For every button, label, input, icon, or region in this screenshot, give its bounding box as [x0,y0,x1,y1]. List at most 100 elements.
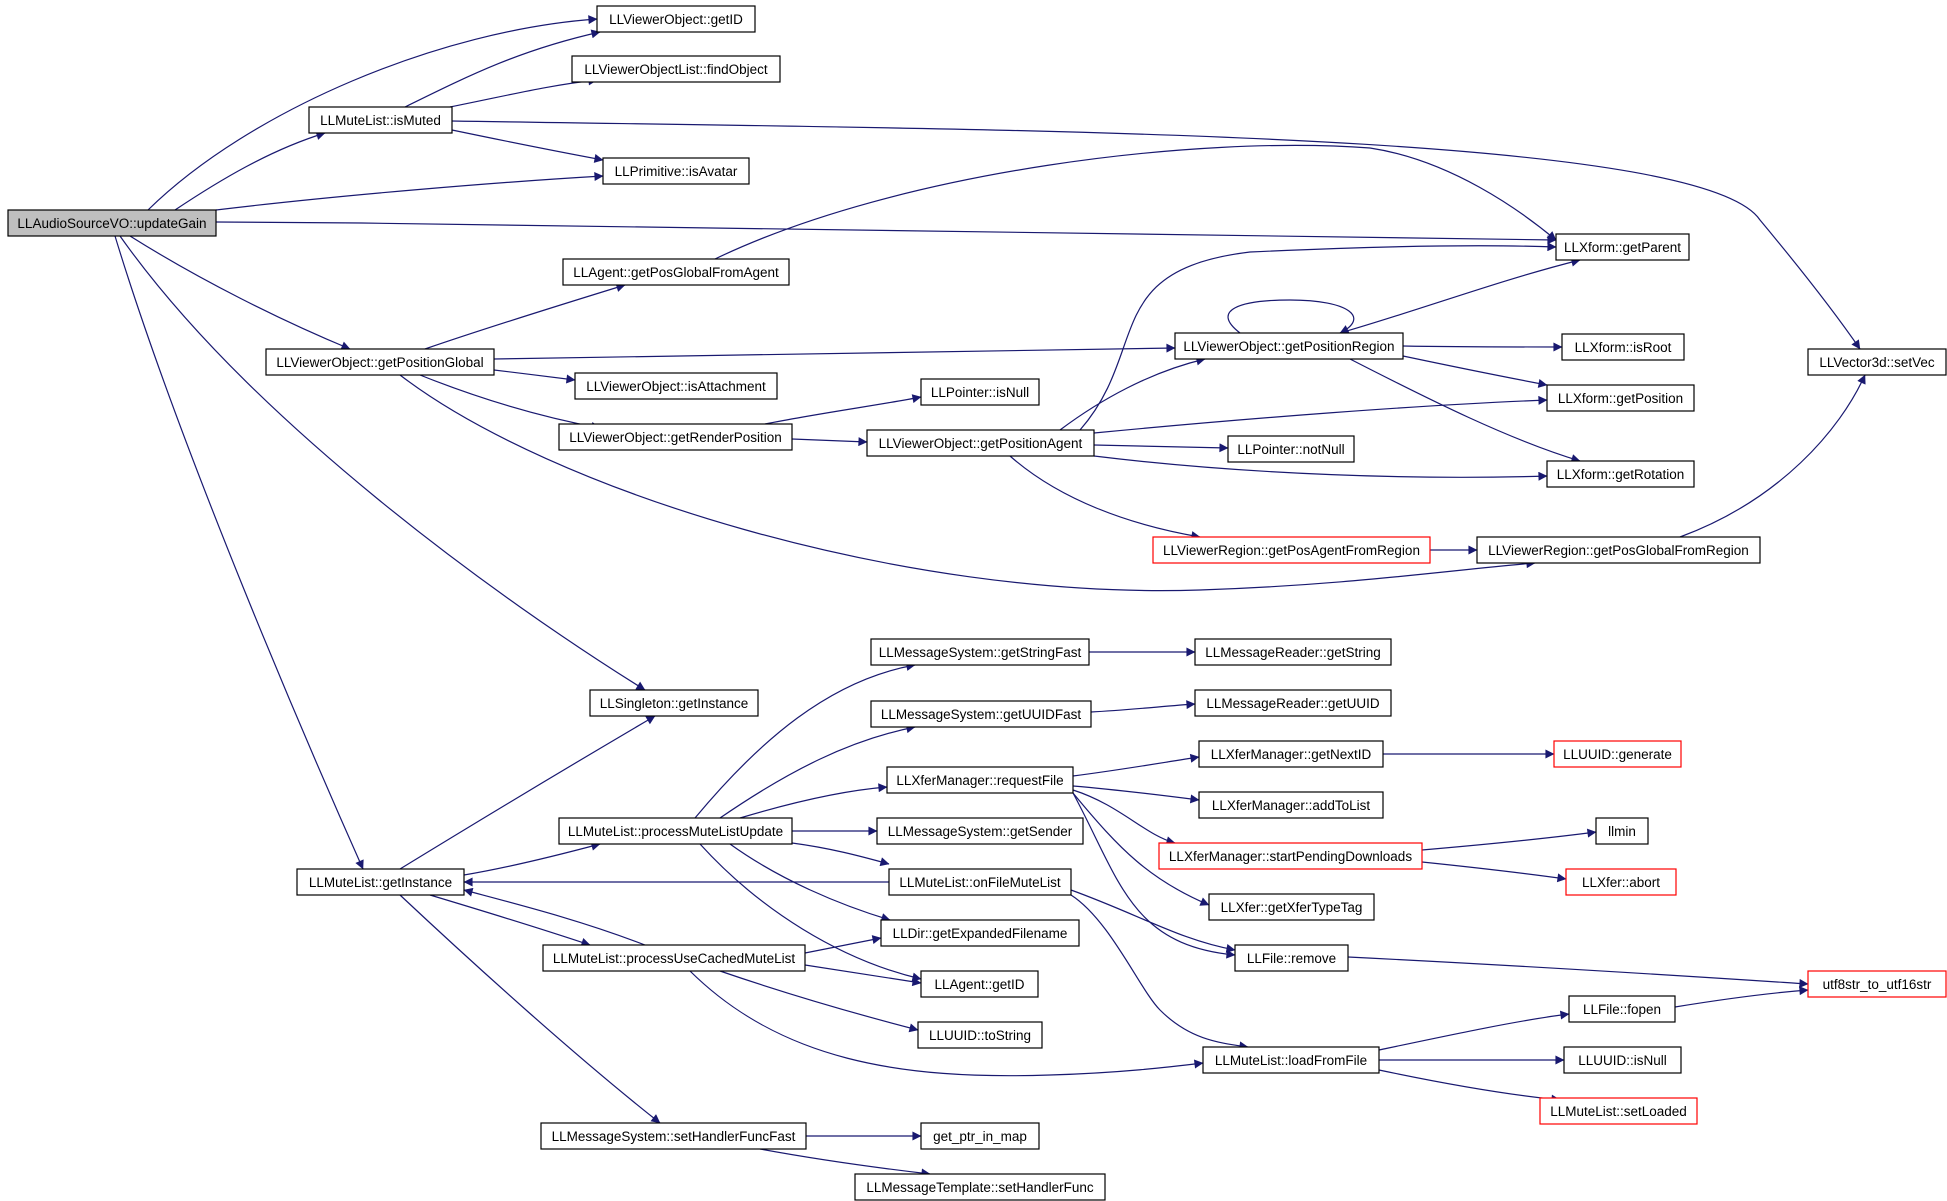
node-box [558,817,793,845]
node-uuid_toString[interactable]: LLUUID::toString [917,1021,1043,1049]
edge-ml_getInstance-to-singleton_getInstance [399,715,656,870]
node-xfer_getXferTypeTag[interactable]: LLXfer::getXferTypeTag [1208,893,1375,921]
node-utf8str_to_utf16str[interactable]: utf8str_to_utf16str [1807,970,1947,998]
node-ptr_isNull[interactable]: LLPointer::isNull [920,378,1040,406]
edge-file_fopen-to-utf8str_to_utf16str [1674,986,1809,1008]
node-ml_isMuted[interactable]: LLMuteList::isMuted [308,106,453,134]
node-box [886,766,1074,794]
node-box [1476,536,1761,564]
edge-vo_getPositionRegion-to-xf_isRoot [1402,342,1563,352]
node-dir_getExpandedFilename[interactable]: LLDir::getExpandedFilename [880,919,1080,947]
edge-vo_getPositionAgent-to-vr_getPosAgentFromRegion [1009,455,1201,540]
node-vo_getRenderPosition[interactable]: LLViewerObject::getRenderPosition [558,423,793,451]
node-box [920,970,1039,998]
edge-root-to-xf_getParent [215,221,1557,245]
edge-ml_processMuteListUpdate-to-ms_getUUIDFast [719,724,916,819]
node-ms_setHandlerFuncFast[interactable]: LLMessageSystem::setHandlerFuncFast [540,1122,807,1150]
node-ml_processUseCachedMuteList[interactable]: LLMuteList::processUseCachedMuteList [542,944,806,972]
node-xf_getPosition[interactable]: LLXform::getPosition [1546,384,1695,412]
node-box [917,1021,1043,1049]
edge-xm_requestFile-to-xm_getNextID [1072,753,1200,777]
node-box [1152,536,1431,564]
node-box [870,638,1090,666]
node-vo_getPositionGlobal[interactable]: LLViewerObject::getPositionGlobal [265,348,495,376]
node-mt_setHandlerFunc[interactable]: LLMessageTemplate::setHandlerFunc [854,1173,1106,1201]
node-ms_getUUIDFast[interactable]: LLMessageSystem::getUUIDFast [870,700,1092,728]
node-ptr_notNull[interactable]: LLPointer::notNull [1227,435,1355,463]
node-xf_getParent[interactable]: LLXform::getParent [1555,233,1690,261]
node-vo_getPositionRegion[interactable]: LLViewerObject::getPositionRegion [1174,332,1404,360]
node-xm_requestFile[interactable]: LLXferManager::requestFile [886,766,1074,794]
node-box [1198,791,1384,819]
edge-ml_processUseCachedMuteList-to-dir_getExpandedFilename [804,935,882,954]
node-ml_setLoaded[interactable]: LLMuteList::setLoaded [1539,1097,1698,1125]
node-label: LLMuteList::onFileMuteList [899,875,1061,890]
node-box [574,372,778,400]
node-vo_getPositionAgent[interactable]: LLViewerObject::getPositionAgent [866,429,1095,457]
node-box [920,1122,1040,1150]
node-uuid_isNull[interactable]: LLUUID::isNull [1563,1046,1682,1074]
node-box [1539,1097,1698,1125]
node-box [1568,995,1676,1023]
node-vol_findObject[interactable]: LLViewerObjectList::findObject [571,55,781,83]
edge-xm_requestFile-to-xm_startPendingDownloads [1072,789,1176,846]
node-v3d_setVec[interactable]: LLVector3d::setVec [1807,348,1947,376]
node-label: LLViewerObject::isAttachment [586,379,766,394]
node-vo_isAttachment[interactable]: LLViewerObject::isAttachment [574,372,778,400]
node-file_fopen[interactable]: LLFile::fopen [1568,995,1676,1023]
node-label: LLDir::getExpandedFilename [893,926,1068,941]
edge-root-to-vo_getID [147,15,598,211]
node-xfer_abort[interactable]: LLXfer::abort [1565,868,1677,896]
node-prim_isAvatar[interactable]: LLPrimitive::isAvatar [602,157,750,185]
node-box [602,157,750,185]
node-box [1555,233,1690,261]
edge-xm_requestFile-to-xfer_getXferTypeTag [1072,792,1210,906]
node-label: LLAgent::getID [934,977,1024,992]
node-box [1546,384,1695,412]
node-ml_processMuteListUpdate[interactable]: LLMuteList::processMuteListUpdate [558,817,793,845]
node-ms_getStringFast[interactable]: LLMessageSystem::getStringFast [870,638,1090,666]
edge-vo_getPositionAgent-to-xf_getRotation [1093,455,1548,481]
node-ml_onFileMuteList[interactable]: LLMuteList::onFileMuteList [888,868,1072,896]
node-ml_loadFromFile[interactable]: LLMuteList::loadFromFile [1202,1046,1380,1074]
node-label: LLFile::remove [1247,951,1336,966]
node-mr_getString[interactable]: LLMessageReader::getString [1194,638,1392,666]
edge-root-to-ml_isMuted [174,131,326,211]
node-label: LLFile::fopen [1583,1002,1661,1017]
node-uuid_generate[interactable]: LLUUID::generate [1553,740,1682,768]
node-box [1158,842,1423,870]
node-xm_addToList[interactable]: LLXferManager::addToList [1198,791,1384,819]
node-ml_getInstance[interactable]: LLMuteList::getInstance [296,868,465,896]
node-root[interactable]: LLAudioSourceVO::updateGain [7,209,217,237]
node-mr_getUUID[interactable]: LLMessageReader::getUUID [1194,689,1392,717]
node-label: LLPointer::notNull [1237,442,1344,457]
node-xm_getNextID[interactable]: LLXferManager::getNextID [1198,740,1384,768]
edge-ml_getInstance-to-ml_processUseCachedMuteList [429,894,591,947]
node-label: LLXferManager::addToList [1212,798,1371,813]
node-agent_getPosGlobalFromAgent[interactable]: LLAgent::getPosGlobalFromAgent [562,258,790,286]
node-singleton_getInstance[interactable]: LLSingleton::getInstance [589,689,759,717]
node-xm_startPendingDownloads[interactable]: LLXferManager::startPendingDownloads [1158,842,1423,870]
node-label: LLMuteList::loadFromFile [1215,1053,1367,1068]
node-vr_getPosAgentFromRegion[interactable]: LLViewerRegion::getPosAgentFromRegion [1152,536,1431,564]
node-llmin[interactable]: llmin [1595,817,1649,845]
edge-root-to-vo_getPositionGlobal [129,235,351,350]
edge-ml_isMuted-to-v3d_setVec [451,120,1861,350]
node-agent_getID[interactable]: LLAgent::getID [920,970,1039,998]
node-label: LLAgent::getPosGlobalFromAgent [573,265,779,280]
node-file_remove[interactable]: LLFile::remove [1234,944,1349,972]
node-box [1807,970,1947,998]
node-ms_getSender[interactable]: LLMessageSystem::getSender [876,817,1084,845]
node-get_ptr_in_map[interactable]: get_ptr_in_map [920,1122,1040,1150]
node-xf_isRoot[interactable]: LLXform::isRoot [1561,333,1685,361]
node-vr_getPosGlobalFromRegion[interactable]: LLViewerRegion::getPosGlobalFromRegion [1476,536,1761,564]
edge-root-to-singleton_getInstance [119,235,646,691]
edge-ml_loadFromFile-to-file_fopen [1378,1010,1570,1051]
node-vo_getID[interactable]: LLViewerObject::getID [596,5,756,33]
node-label: LLViewerObject::getPositionGlobal [276,355,483,370]
node-box [1563,1046,1682,1074]
node-box [866,429,1095,457]
node-xf_getRotation[interactable]: LLXform::getRotation [1546,460,1695,488]
node-label: LLXform::getPosition [1558,391,1683,406]
